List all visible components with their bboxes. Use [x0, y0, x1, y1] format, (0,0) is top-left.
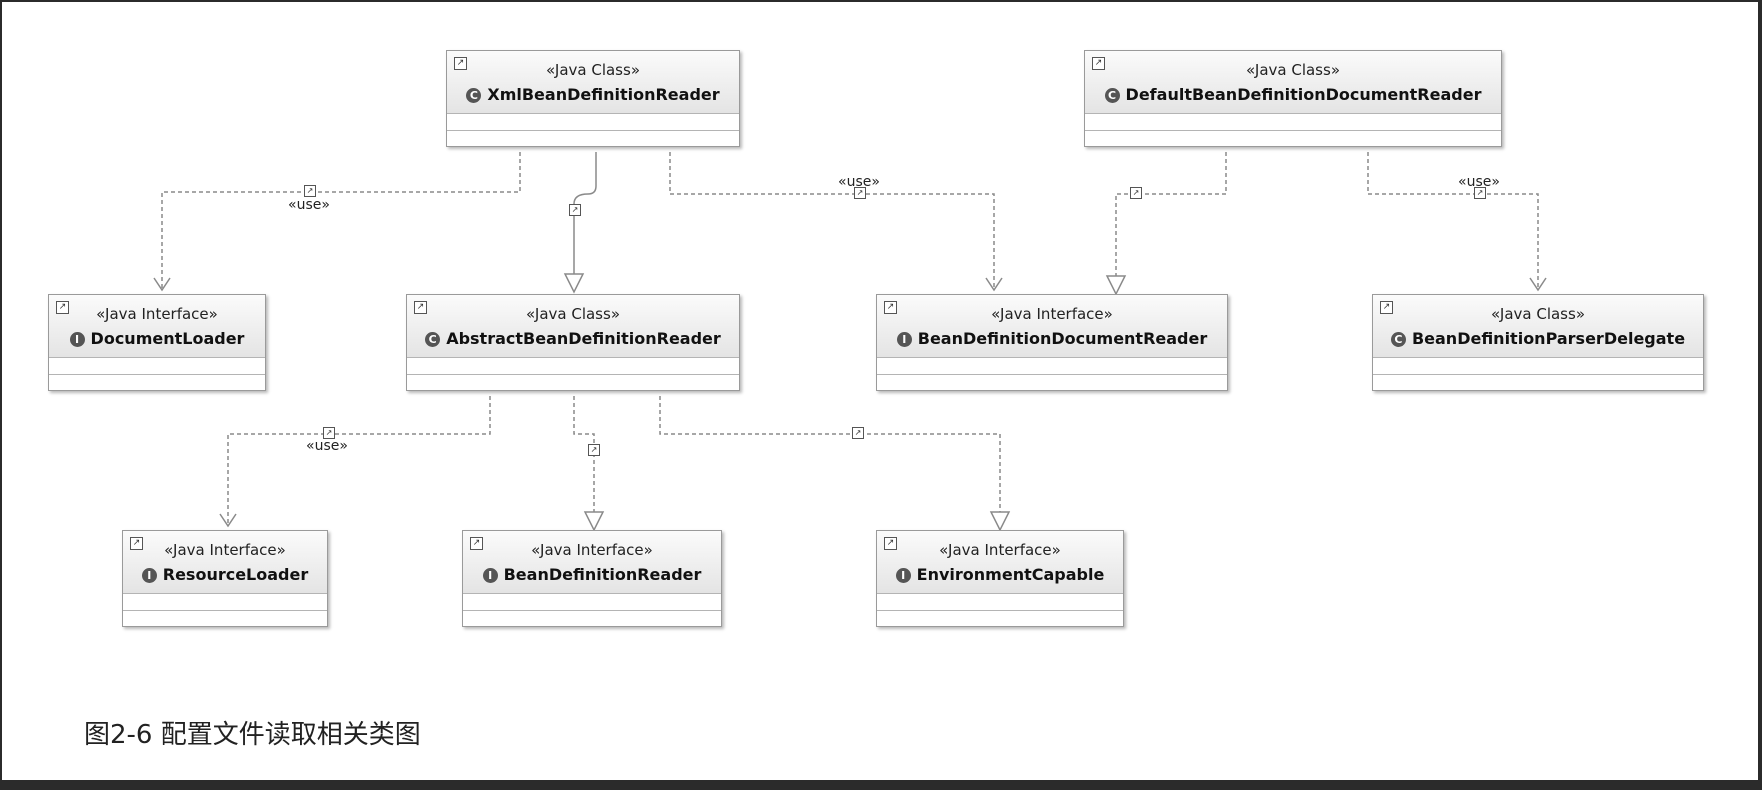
link-icon: ↗ — [1474, 187, 1486, 199]
link-icon: ↗ — [884, 537, 897, 550]
stereotype-label: «Java Class» — [1245, 61, 1340, 79]
uml-class-xmlbeandefinitionreader[interactable]: ↗ «Java Class» C XmlBeanDefinitionReader — [446, 50, 740, 147]
link-icon: ↗ — [588, 444, 600, 456]
class-icon: C — [466, 88, 482, 103]
class-name: DocumentLoader — [90, 329, 245, 348]
operations-compartment — [123, 611, 327, 626]
operations-compartment — [463, 611, 721, 626]
class-name: XmlBeanDefinitionReader — [487, 85, 720, 104]
interface-icon: I — [141, 568, 157, 583]
uml-interface-documentloader[interactable]: ↗ «Java Interface» I DocumentLoader — [48, 294, 266, 391]
class-name: AbstractBeanDefinitionReader — [446, 329, 721, 348]
interface-icon: I — [482, 568, 498, 583]
operations-compartment — [407, 375, 739, 390]
arrow-open — [1529, 277, 1547, 292]
class-icon: C — [1390, 332, 1406, 347]
edge-label: «use» — [1458, 174, 1500, 190]
link-icon: ↗ — [1092, 57, 1105, 70]
stereotype-label: «Java Interface» — [939, 541, 1061, 559]
attributes-compartment — [1373, 358, 1703, 375]
link-icon: ↗ — [304, 185, 316, 197]
edge-xml-to-documentloader — [161, 152, 521, 288]
link-icon: ↗ — [323, 427, 335, 439]
attributes-compartment — [463, 594, 721, 611]
class-name: BeanDefinitionReader — [503, 565, 702, 584]
uml-class-beandefinitionparserdelegate[interactable]: ↗ «Java Class» C BeanDefinitionParserDele… — [1372, 294, 1704, 391]
edge-xml-to-abstract — [573, 152, 597, 274]
stereotype-label: «Java Interface» — [164, 541, 286, 559]
stereotype-label: «Java Interface» — [991, 305, 1113, 323]
link-icon: ↗ — [1380, 301, 1393, 314]
class-icon: C — [1104, 88, 1120, 103]
link-icon: ↗ — [56, 301, 69, 314]
stereotype-label: «Java Class» — [525, 305, 620, 323]
class-name: BeanDefinitionDocumentReader — [917, 329, 1208, 348]
operations-compartment — [1085, 131, 1501, 146]
edge-abstract-to-envcapable — [659, 396, 1001, 512]
stereotype-label: «Java Interface» — [531, 541, 653, 559]
arrow-hollow-triangle — [563, 273, 585, 294]
edge-label: «use» — [306, 438, 348, 454]
uml-interface-beandefinitiondocumentreader[interactable]: ↗ «Java Interface» I BeanDefinitionDocume… — [876, 294, 1228, 391]
attributes-compartment — [447, 114, 739, 131]
attributes-compartment — [123, 594, 327, 611]
arrow-open — [219, 513, 237, 528]
uml-interface-environmentcapable[interactable]: ↗ «Java Interface» I EnvironmentCapable — [876, 530, 1124, 627]
edge-label: «use» — [838, 174, 880, 190]
interface-icon: I — [895, 568, 911, 583]
stereotype-label: «Java Class» — [545, 61, 640, 79]
class-icon: C — [425, 332, 441, 347]
edge-default-to-delegate — [1367, 152, 1539, 288]
link-icon: ↗ — [852, 427, 864, 439]
attributes-compartment — [49, 358, 265, 375]
attributes-compartment — [877, 594, 1123, 611]
uml-interface-resourceloader[interactable]: ↗ «Java Interface» I ResourceLoader — [122, 530, 328, 627]
attributes-compartment — [1085, 114, 1501, 131]
edge-label: «use» — [288, 197, 330, 213]
link-icon: ↗ — [470, 537, 483, 550]
operations-compartment — [49, 375, 265, 390]
edge-xml-to-docreader — [669, 152, 995, 288]
link-icon: ↗ — [884, 301, 897, 314]
arrow-hollow-triangle — [583, 511, 605, 532]
class-name: BeanDefinitionParserDelegate — [1411, 329, 1686, 348]
class-name: DefaultBeanDefinitionDocumentReader — [1125, 85, 1482, 104]
class-name: EnvironmentCapable — [916, 565, 1105, 584]
interface-icon: I — [69, 332, 85, 347]
operations-compartment — [877, 611, 1123, 626]
link-icon: ↗ — [569, 204, 581, 216]
edge-abstract-to-resourceloader — [227, 396, 491, 524]
link-icon: ↗ — [130, 537, 143, 550]
uml-interface-beandefinitionreader[interactable]: ↗ «Java Interface» I BeanDefinitionReader — [462, 530, 722, 627]
uml-class-defaultbeandefinitiondocumentreader[interactable]: ↗ «Java Class» C DefaultBeanDefinitionDoc… — [1084, 50, 1502, 147]
link-icon: ↗ — [1130, 187, 1142, 199]
link-icon: ↗ — [854, 187, 866, 199]
arrow-hollow-triangle — [989, 511, 1011, 532]
operations-compartment — [1373, 375, 1703, 390]
operations-compartment — [447, 131, 739, 146]
stereotype-label: «Java Class» — [1490, 305, 1585, 323]
attributes-compartment — [407, 358, 739, 375]
arrow-hollow-triangle — [1105, 275, 1127, 296]
interface-icon: I — [896, 332, 912, 347]
stereotype-label: «Java Interface» — [96, 305, 218, 323]
link-icon: ↗ — [414, 301, 427, 314]
uml-class-abstractbeandefinitionreader[interactable]: ↗ «Java Class» C AbstractBeanDefinitionRe… — [406, 294, 740, 391]
figure-caption: 图2-6 配置文件读取相关类图 — [84, 720, 421, 750]
arrow-open — [985, 277, 1003, 292]
attributes-compartment — [877, 358, 1227, 375]
class-name: ResourceLoader — [162, 565, 309, 584]
link-icon: ↗ — [454, 57, 467, 70]
arrow-open — [153, 277, 171, 292]
operations-compartment — [877, 375, 1227, 390]
edge-default-to-docreader — [1115, 152, 1227, 276]
